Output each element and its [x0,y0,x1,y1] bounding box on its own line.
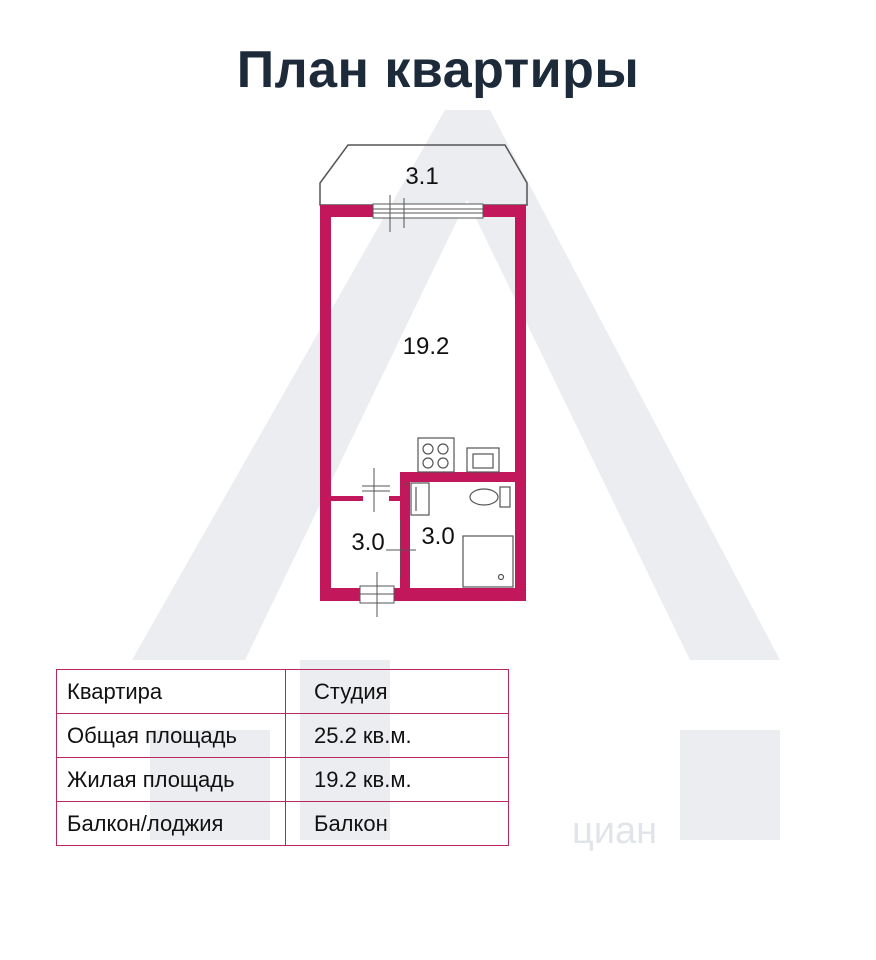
table-key-cell: Балкон/лоджия [56,801,286,846]
window-icon [372,195,484,232]
table-value-cell: Студия [285,669,509,714]
door-ticks [362,468,416,578]
stove-icon [417,437,455,473]
table-key-cell: Жилая площадь [56,757,286,802]
sink-icon [466,447,500,473]
watermark-block-right [680,730,780,840]
room-area-balcony: 3.1 [405,163,438,190]
table-row: Жилая площадь 19.2 кв.м. [56,757,509,802]
table-key-cell: Общая площадь [56,713,286,758]
entrance-door [359,572,395,617]
table-row: Балкон/лоджия Балкон [56,801,509,846]
room-area-living: 19.2 [403,333,450,360]
table-value-cell: 25.2 кв.м. [285,713,509,758]
room-area-bathroom: 3.0 [421,523,454,550]
table-value-cell: Балкон [285,801,509,846]
table-value-cell: 19.2 кв.м. [285,757,509,802]
table-row: Общая площадь 25.2 кв.м. [56,713,509,758]
table-key-cell: Квартира [56,669,286,714]
watermark-triangle-outline [132,110,780,660]
watermark-text: циан [572,810,658,852]
shower-icon [462,535,514,588]
apartment-info-table: Квартира Студия Общая площадь 25.2 кв.м.… [56,669,509,846]
toilet-icon [469,486,511,508]
balcony-outline [319,144,528,206]
washbasin-icon [410,482,430,516]
page-title: План квартиры [236,41,640,99]
inner-walls [331,472,520,590]
room-area-hallway: 3.0 [351,529,384,556]
table-row: Квартира Студия [56,669,509,714]
